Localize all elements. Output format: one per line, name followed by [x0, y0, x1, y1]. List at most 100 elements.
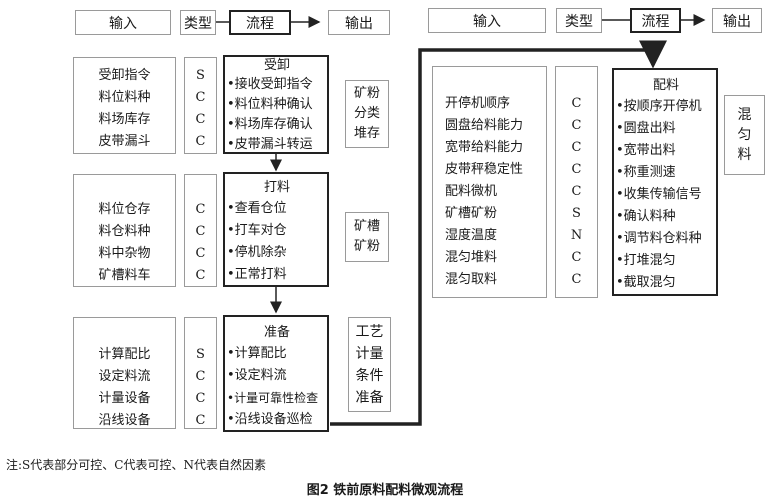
input-item: 料场库存 — [98, 112, 151, 127]
process-item: •截取混匀 — [616, 275, 676, 290]
input-item: 矿槽矿粉 — [445, 206, 498, 221]
block2-output: 矿槽 矿粉 — [345, 212, 389, 262]
header-input-right: 输入 — [428, 8, 546, 33]
header-type-right: 类型 — [556, 8, 602, 33]
right-inputs: 开停机顺序 圆盘给料能力 宽带给料能力 皮带秤稳定性 配料微机 矿槽矿粉 湿度温… — [432, 66, 547, 298]
block2-process: 打料 •查看仓位 •打车对仓 •停机除杂 •正常打料 — [223, 172, 329, 287]
type-code: C — [195, 369, 206, 384]
block3-inputs: 计算配比 设定料流 计量设备 沿线设备 — [73, 317, 176, 429]
output-line: 混 — [737, 107, 752, 123]
header-type: 类型 — [180, 10, 216, 35]
input-item: 料仓料种 — [98, 224, 151, 239]
process-item: •调节料仓料种 — [616, 231, 702, 246]
type-code: C — [195, 90, 206, 105]
input-item: 受卸指令 — [98, 68, 151, 83]
header-flow-right: 流程 — [630, 8, 681, 33]
input-item: 计量设备 — [98, 391, 151, 406]
process-item: •停机除杂 — [227, 245, 287, 260]
type-code: S — [572, 206, 581, 221]
type-code: N — [570, 228, 583, 243]
header-output: 输出 — [328, 10, 390, 35]
type-code: C — [195, 391, 206, 406]
process-item: •料位料种确认 — [227, 97, 313, 112]
figure-caption: 图2 铁前原料配料微观流程 — [306, 483, 464, 498]
header-output-right: 输出 — [712, 8, 762, 33]
process-item: •圆盘出料 — [616, 121, 676, 136]
input-item: 沿线设备 — [98, 413, 151, 428]
process-item: •皮带漏斗转运 — [227, 137, 313, 152]
process-item: •正常打料 — [227, 267, 287, 282]
block1-inputs: 受卸指令 料位料种 料场库存 皮带漏斗 — [73, 57, 176, 154]
type-code: C — [195, 134, 206, 149]
input-item: 混匀堆料 — [445, 250, 498, 265]
input-item: 混匀取料 — [445, 272, 498, 287]
output-line: 工艺 — [355, 323, 384, 340]
block3-process: 准备 •计算配比 •设定料流 •计量可靠性检查 •沿线设备巡检 — [223, 315, 329, 432]
process-item: •打堆混匀 — [616, 253, 676, 268]
input-item: 计算配比 — [98, 347, 151, 362]
block1-types: S C C C — [184, 57, 217, 154]
process-item: •收集传输信号 — [616, 187, 702, 202]
output-line: 准备 — [355, 389, 384, 406]
process-item: •按顺序开停机 — [616, 99, 702, 114]
input-item: 设定料流 — [98, 369, 151, 384]
output-line: 料 — [737, 147, 752, 163]
input-item: 料位料种 — [98, 90, 151, 105]
block2-inputs: 料位仓存 料仓料种 料中杂物 矿槽料车 — [73, 174, 176, 287]
type-code: C — [571, 96, 582, 111]
output-line: 堆存 — [353, 126, 380, 141]
process-item: •沿线设备巡检 — [227, 412, 313, 427]
output-line: 矿粉 — [353, 239, 380, 254]
process-item: •打车对仓 — [227, 223, 287, 238]
output-line: 矿粉 — [353, 86, 380, 101]
right-process: 配料 •按顺序开停机 •圆盘出料 •宽带出料 •称重测速 •收集传输信号 •确认… — [612, 68, 718, 296]
header-flow: 流程 — [229, 10, 291, 35]
process-title: 受卸 — [263, 58, 290, 73]
input-item: 矿槽料车 — [98, 268, 151, 283]
legend-note: 注:S代表部分可控、C代表可控、N代表自然因素 — [6, 458, 266, 472]
right-output: 混 匀 料 — [724, 95, 765, 175]
input-item: 湿度温度 — [445, 228, 498, 243]
process-item: •计算配比 — [227, 346, 287, 361]
output-line: 条件 — [355, 367, 384, 384]
block3-types: S C C C — [184, 317, 217, 429]
process-title: 配料 — [652, 78, 679, 93]
type-code: S — [196, 347, 205, 362]
process-title: 打料 — [263, 180, 290, 195]
process-item: •计量可靠性检查 — [227, 391, 319, 405]
output-line: 分类 — [353, 106, 380, 121]
type-code: C — [195, 224, 206, 239]
input-item: 圆盘给料能力 — [445, 118, 524, 133]
input-item: 皮带漏斗 — [98, 134, 151, 149]
input-item: 开停机顺序 — [445, 96, 511, 111]
process-item: •确认料种 — [616, 209, 676, 224]
block1-output: 矿粉 分类 堆存 — [345, 80, 389, 148]
process-item: •设定料流 — [227, 368, 287, 383]
type-code: C — [195, 268, 206, 283]
type-code: C — [571, 140, 582, 155]
block3-output: 工艺 计量 条件 准备 — [348, 317, 391, 412]
block1-process: 受卸 •接收受卸指令 •料位料种确认 •料场库存确认 •皮带漏斗转运 — [223, 55, 329, 154]
type-code: C — [195, 413, 206, 428]
process-item: •宽带出料 — [616, 143, 676, 158]
type-code: C — [571, 118, 582, 133]
type-code: C — [195, 246, 206, 261]
type-code: C — [571, 162, 582, 177]
input-item: 皮带秤稳定性 — [445, 162, 524, 177]
type-code: C — [571, 250, 582, 265]
input-item: 料中杂物 — [98, 246, 151, 261]
type-code: C — [195, 112, 206, 127]
process-item: •接收受卸指令 — [227, 77, 313, 92]
process-item: •查看仓位 — [227, 201, 287, 216]
process-item: •料场库存确认 — [227, 117, 313, 132]
input-item: 宽带给料能力 — [445, 140, 524, 155]
process-item: •称重测速 — [616, 165, 676, 180]
input-item: 配料微机 — [445, 184, 498, 199]
type-code: C — [195, 202, 206, 217]
type-code: C — [571, 272, 582, 287]
input-item: 料位仓存 — [98, 202, 151, 217]
header-input: 输入 — [75, 10, 171, 35]
output-line: 匀 — [737, 127, 752, 143]
block2-types: C C C C — [184, 174, 217, 287]
type-code: C — [571, 184, 582, 199]
